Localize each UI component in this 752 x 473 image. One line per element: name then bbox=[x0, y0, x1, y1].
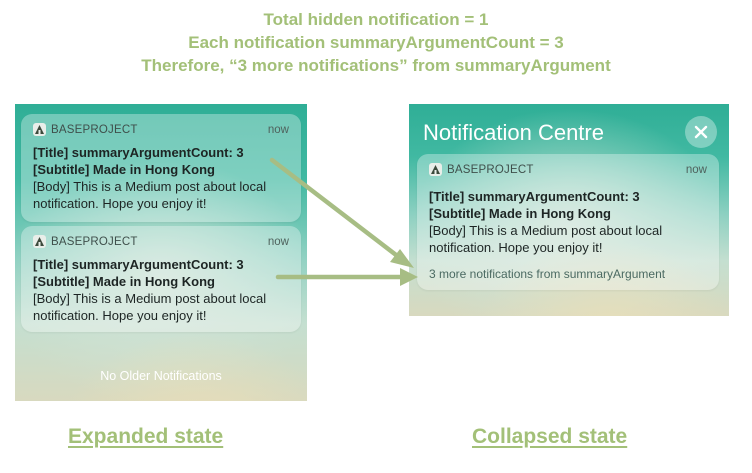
notification-subtitle: [Subtitle] Made in Hong Kong bbox=[429, 206, 611, 221]
app-name: BASEPROJECT bbox=[51, 236, 138, 248]
header-line-1: Total hidden notification = 1 bbox=[263, 10, 489, 29]
notification-card[interactable]: BASEPROJECT now [Title] summaryArgumentC… bbox=[21, 226, 301, 332]
close-icon bbox=[694, 125, 708, 139]
notification-time: now bbox=[267, 236, 289, 248]
header-line-2: Each notification summaryArgumentCount =… bbox=[188, 33, 564, 52]
expanded-state-label: Expanded state bbox=[68, 425, 224, 448]
app-icon bbox=[429, 163, 442, 176]
expanded-screenshot: BASEPROJECT now [Title] summaryArgumentC… bbox=[15, 104, 307, 401]
notification-card[interactable]: BASEPROJECT now [Title] summaryArgumentC… bbox=[21, 114, 301, 222]
header-line-3: Therefore, “3 more notifications” from s… bbox=[141, 56, 611, 75]
notification-header: BASEPROJECT now bbox=[33, 234, 289, 250]
app-icon bbox=[33, 123, 46, 136]
notification-subtitle: [Subtitle] Made in Hong Kong bbox=[33, 162, 215, 177]
collapsed-screenshot: Notification Centre BASEPROJECT now [Tit… bbox=[409, 104, 729, 316]
notification-body: [Body] This is a Medium post about local… bbox=[429, 223, 663, 255]
app-name: BASEPROJECT bbox=[447, 164, 534, 176]
notification-time: now bbox=[267, 124, 289, 136]
collapsed-state-label: Collapsed state bbox=[472, 425, 628, 448]
notification-body: [Body] This is a Medium post about local… bbox=[33, 179, 267, 211]
notification-centre-title: Notification Centre bbox=[423, 120, 604, 145]
notification-subtitle: [Subtitle] Made in Hong Kong bbox=[33, 274, 215, 289]
close-button[interactable] bbox=[685, 116, 717, 148]
notification-body: [Body] This is a Medium post about local… bbox=[33, 291, 267, 323]
notification-title: [Title] summaryArgumentCount: 3 bbox=[429, 189, 640, 204]
notification-stack[interactable]: BASEPROJECT now [Title] summaryArgumentC… bbox=[417, 154, 719, 290]
explanation-header: Total hidden notification = 1 Each notif… bbox=[0, 8, 752, 77]
notification-time: now bbox=[685, 164, 707, 176]
app-icon bbox=[33, 235, 46, 248]
notification-header: BASEPROJECT now bbox=[33, 122, 289, 138]
notification-content: [Title] summaryArgumentCount: 3 [Subtitl… bbox=[33, 144, 293, 212]
notification-title: [Title] summaryArgumentCount: 3 bbox=[33, 145, 244, 160]
no-older-notifications: No Older Notifications bbox=[100, 369, 222, 383]
notification-header: BASEPROJECT now bbox=[429, 162, 707, 178]
notification-title: [Title] summaryArgumentCount: 3 bbox=[33, 257, 244, 272]
notification-content: [Title] summaryArgumentCount: 3 [Subtitl… bbox=[429, 188, 711, 256]
more-notifications-summary[interactable]: 3 more notifications from summaryArgumen… bbox=[429, 267, 666, 281]
app-name: BASEPROJECT bbox=[51, 124, 138, 136]
notification-content: [Title] summaryArgumentCount: 3 [Subtitl… bbox=[33, 256, 293, 324]
